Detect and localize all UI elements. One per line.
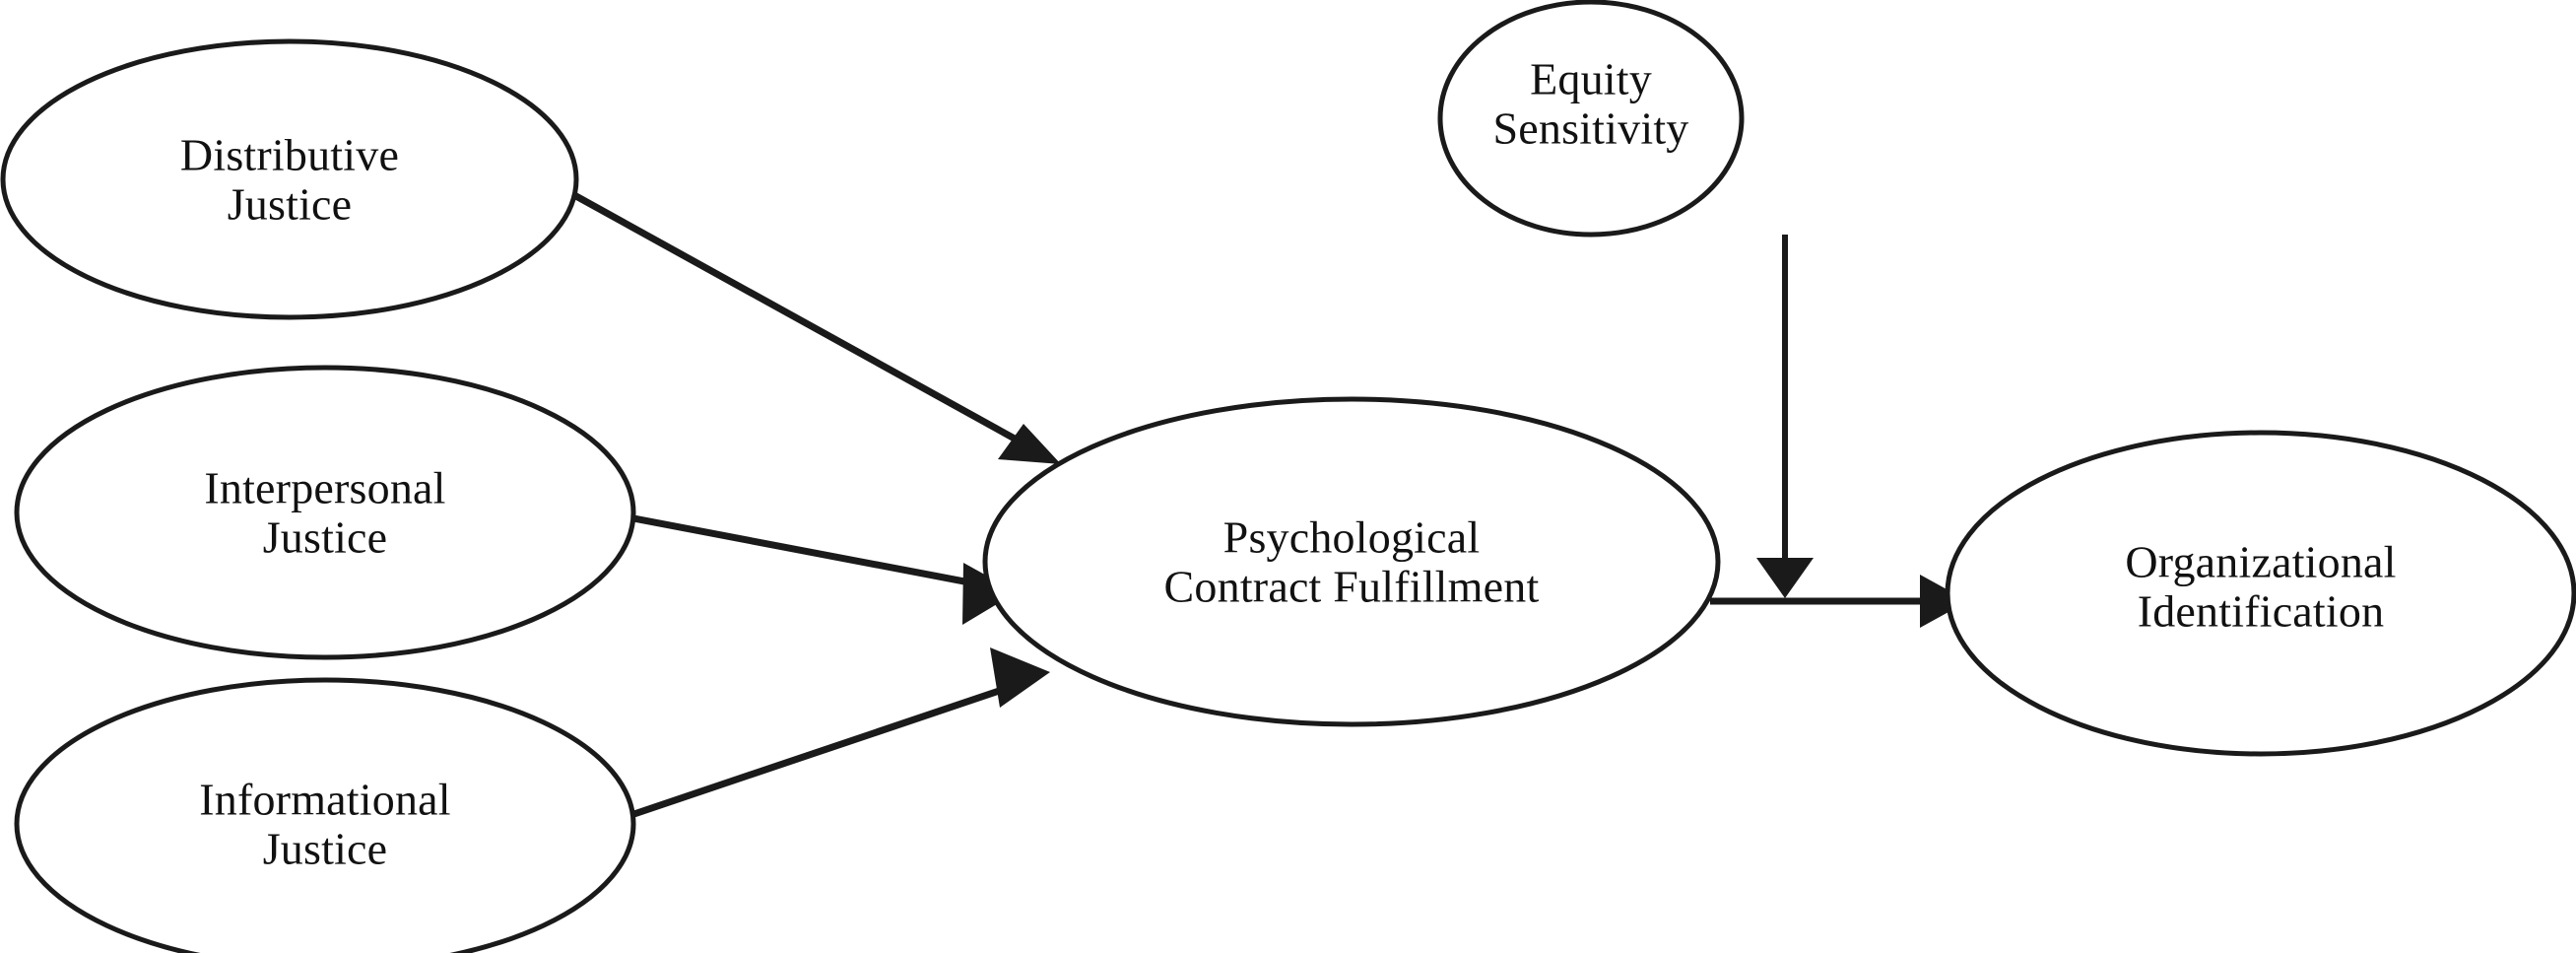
- node-equity-sensitivity[interactable]: [1437, 0, 1745, 238]
- node-psychological-contract-fulfillment[interactable]: [982, 396, 1721, 727]
- edge-equity-sensitivity-moderator: [1756, 235, 1814, 598]
- arrowhead-icon: [998, 424, 1061, 464]
- edge-line: [603, 680, 1022, 828]
- node-distributive-justice[interactable]: [0, 38, 579, 320]
- node-interpersonal-justice[interactable]: [14, 365, 636, 660]
- arrowhead-icon: [1756, 558, 1814, 598]
- edge-line: [572, 191, 1034, 452]
- arrowhead-icon: [990, 647, 1050, 708]
- edge-distributive-to-pcf: [572, 191, 1061, 464]
- edges-group: [572, 191, 1968, 828]
- edge-interpersonal-to-pcf: [607, 510, 1017, 625]
- arrowhead-icon: [1920, 575, 1968, 628]
- node-organizational-identification[interactable]: [1945, 430, 2576, 757]
- edge-line: [607, 510, 986, 589]
- edge-informational-to-pcf: [603, 647, 1050, 828]
- node-informational-justice[interactable]: [14, 677, 636, 953]
- edge-pcf-to-organizational-identification: [1710, 575, 1968, 628]
